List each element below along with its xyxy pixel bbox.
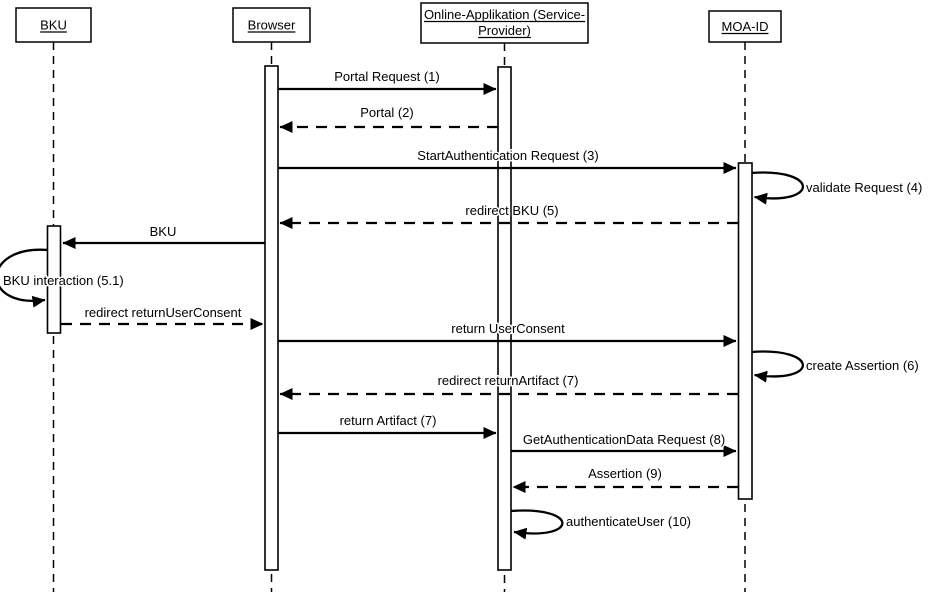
message-label: return Artifact (7): [340, 413, 437, 428]
message-label: redirect returnArtifact (7): [438, 373, 579, 388]
message-label: Assertion (9): [588, 466, 662, 481]
message-label: GetAuthenticationData Request (8): [523, 432, 725, 447]
self-message-arrow: [751, 171, 804, 205]
self-message-label: BKU interaction (5.1): [3, 273, 124, 288]
message-label: redirect returnUserConsent: [85, 305, 242, 320]
actor-label-line: Browser: [248, 18, 296, 33]
activation-browser: [264, 65, 279, 571]
actor-label-line: Provider): [478, 23, 531, 38]
activation-online-app: [497, 66, 512, 571]
self-message-arrow: [0, 248, 49, 308]
self-message-arrow: [751, 350, 804, 383]
self-message-label: authenticateUser (10): [566, 514, 691, 529]
message-label: StartAuthentication Request (3): [417, 148, 598, 163]
message-label: BKU: [150, 224, 177, 239]
actor-box-browser: [232, 7, 311, 43]
actor-box-online-app: [420, 2, 589, 44]
actor-box-moa-id: [708, 10, 782, 43]
actor-label-line: Online-Applikation (Service-: [424, 7, 585, 22]
message-label: Portal (2): [360, 105, 413, 120]
activation-moa-id: [737, 162, 753, 500]
actor-label-browser: Browser: [248, 18, 296, 33]
self-message-label: validate Request (4): [806, 180, 922, 195]
message-label: Portal Request (1): [334, 69, 440, 84]
message-label: return UserConsent: [451, 321, 565, 336]
actor-label-line: MOA-ID: [722, 19, 769, 34]
message-label: redirect BKU (5): [465, 203, 558, 218]
actor-label-moa-id: MOA-ID: [722, 19, 769, 34]
self-message-arrow: [510, 509, 564, 540]
actor-box-bku: [15, 7, 92, 43]
activation-bku: [46, 225, 62, 334]
actor-label-bku: BKU: [40, 18, 67, 33]
actor-label-online-app: Online-Applikation (Service-Provider): [424, 7, 585, 38]
actor-label-line: BKU: [40, 18, 67, 33]
self-message-label: create Assertion (6): [806, 358, 919, 373]
